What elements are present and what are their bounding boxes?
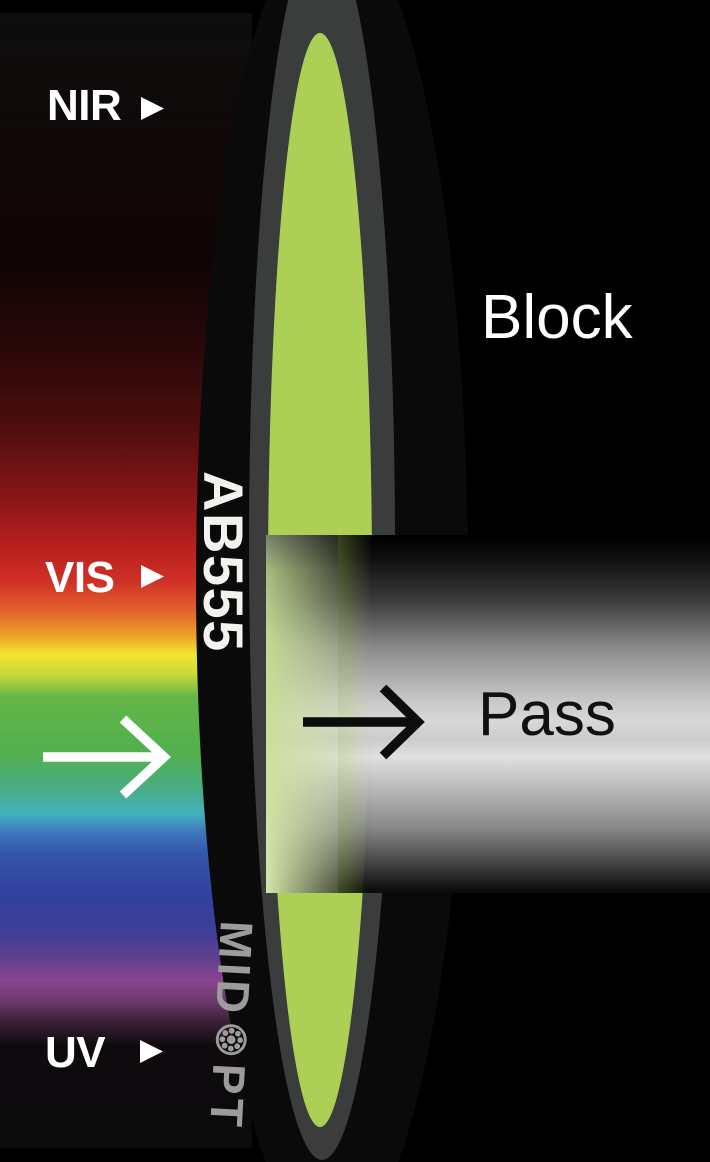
transmitted-light-arrow-icon — [303, 684, 425, 760]
block-label: Block — [481, 283, 634, 352]
uv-arrow-icon — [140, 1040, 163, 1063]
nir-label: NIR — [47, 81, 121, 130]
midopt-bearing-logo-icon — [215, 1024, 247, 1056]
brand-prefix-label: MID — [206, 919, 263, 1018]
uv-label: UV — [45, 1028, 106, 1077]
incoming-light-arrow-icon — [43, 715, 171, 799]
nir-arrow-icon — [141, 97, 164, 120]
brand-suffix-label: PT — [200, 1062, 255, 1131]
pass-label: Pass — [478, 680, 616, 749]
vis-arrow-icon — [141, 565, 164, 588]
filter-model-label: AB555 — [192, 471, 255, 653]
pass-beam — [266, 535, 710, 893]
brand-mark: MID PT — [200, 919, 263, 1131]
vis-label: VIS — [45, 553, 114, 602]
